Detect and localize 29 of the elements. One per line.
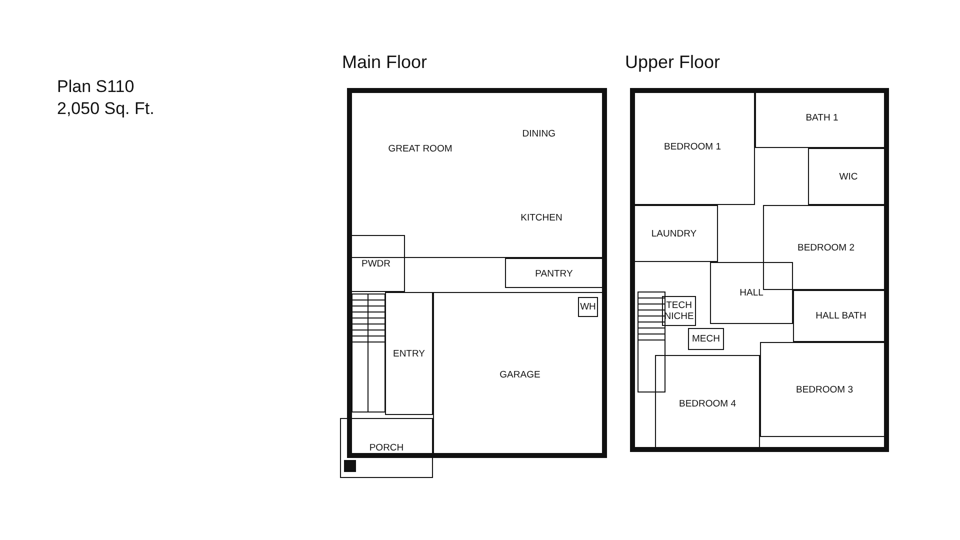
- room-label: BEDROOM 1: [664, 141, 721, 152]
- room-outline: [505, 258, 603, 288]
- room-outline: [688, 328, 724, 350]
- plan-info-text: 2,050 Sq. Ft.: [57, 98, 154, 120]
- room-label: MECH: [692, 334, 720, 344]
- room-label: BEDROOM 4: [679, 398, 736, 409]
- room-label: ENTRY: [392, 348, 426, 359]
- room-label: KITCHEN: [520, 212, 562, 224]
- floor-heading: Main Floor: [342, 52, 428, 73]
- room-label: BEDROOM 3: [796, 384, 853, 395]
- room-outline: [578, 297, 598, 317]
- room-label: BATH 1: [806, 112, 838, 124]
- room-label: PORCH: [369, 442, 404, 454]
- room-outline: [385, 292, 433, 415]
- room-label: PWDR: [361, 258, 391, 269]
- room-label: WIC: [839, 171, 858, 182]
- room-label: GARAGE: [500, 370, 540, 380]
- floor-heading: Upper Floor: [625, 52, 720, 73]
- room-label: PANTRY: [535, 268, 573, 280]
- room-label: WH: [580, 302, 596, 312]
- room-label: LAUNDRY: [651, 228, 697, 239]
- room-outline: [710, 262, 793, 324]
- room-label: DINING: [522, 128, 556, 140]
- room-label: HALL: [740, 288, 764, 298]
- room-label: GREAT ROOM: [388, 144, 452, 155]
- room-label: HALL BATH: [816, 310, 866, 322]
- room-label: BEDROOM 2: [798, 242, 854, 253]
- plan-info-text: Plan S110: [57, 76, 134, 98]
- room-outline: [340, 418, 433, 478]
